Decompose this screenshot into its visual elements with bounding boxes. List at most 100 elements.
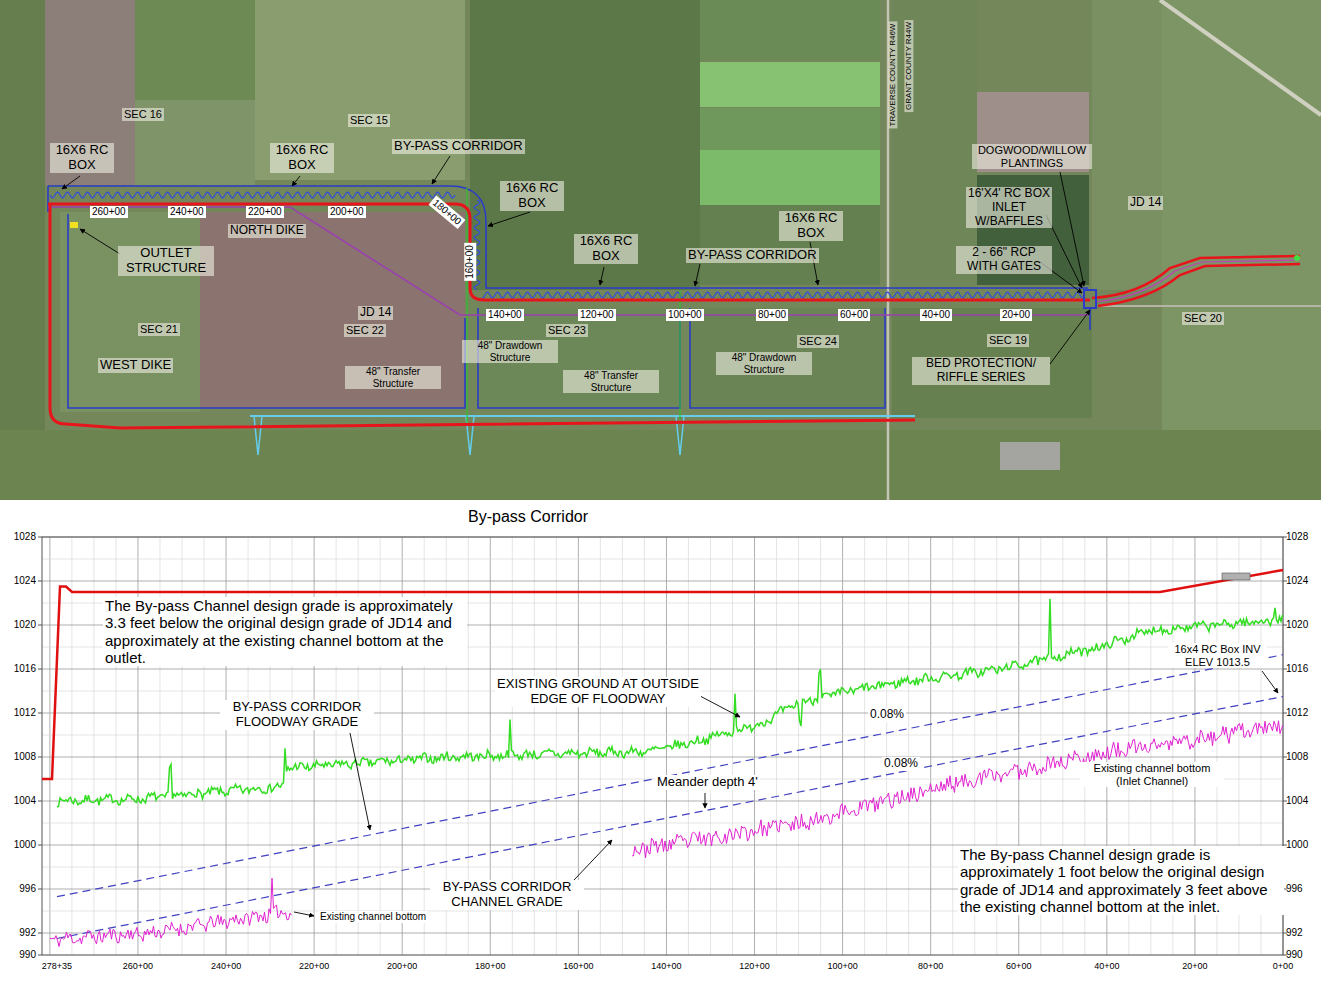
station-label: 240+00 <box>168 206 206 218</box>
map-label: OUTLET STRUCTURE <box>118 246 214 276</box>
profile-annotation: Existing channel bottom <box>318 911 428 923</box>
leader-line <box>294 912 314 916</box>
map-label: SEC 15 <box>348 114 390 127</box>
map-label: TRAVERSE COUNTY R46W <box>888 22 897 129</box>
leader-line <box>574 840 612 880</box>
map-label: BY-PASS CORRIDOR <box>392 139 525 154</box>
grid-line <box>908 537 909 955</box>
station-label: 260+00 <box>90 206 128 218</box>
axis-label: 160+00 <box>553 961 603 971</box>
axis-tick <box>38 581 42 582</box>
grid-line <box>42 801 1283 802</box>
axis-label: 990 <box>2 949 36 961</box>
axis-label: 1000 <box>1286 839 1318 851</box>
station-label: 120+00 <box>578 309 616 321</box>
leader-line <box>700 696 740 717</box>
profile-annotation: Meander depth 4' <box>655 775 760 790</box>
station-label: 80+00 <box>756 309 788 321</box>
map-label: BED PROTECTION/ RIFFLE SERIES <box>912 357 1050 385</box>
field-patch <box>1092 0 1162 290</box>
grid-line <box>42 933 1283 934</box>
leader-line <box>1060 172 1084 286</box>
leader-line <box>695 264 700 286</box>
inlet-box-symbol <box>1222 573 1250 580</box>
leader-line <box>488 212 530 226</box>
jd14-dike <box>1098 264 1300 306</box>
profile-ground <box>0 500 1321 986</box>
grid-line <box>930 537 931 955</box>
axis-label: 1024 <box>1286 575 1318 587</box>
map-label: SEC 16 <box>122 108 164 121</box>
field-patch <box>700 0 880 60</box>
map-label: WEST DIKE <box>98 358 173 373</box>
station-label: 40+00 <box>920 309 952 321</box>
map-label: DOGWOOD/WILLOW PLANTINGS <box>972 144 1092 169</box>
map-label: SEC 21 <box>138 323 180 336</box>
axis-label: 0+00 <box>1258 961 1308 971</box>
field-patch <box>45 0 135 185</box>
map-label: SEC 22 <box>344 324 386 337</box>
axis-tick <box>38 713 42 714</box>
grid-line <box>864 537 865 955</box>
profile-annotation: Existing channel bottom (Inlet Channel) <box>1080 762 1224 787</box>
leader-line <box>705 793 706 808</box>
map-label: 48" Drawdown Structure <box>462 340 558 363</box>
axis-label: 1016 <box>2 663 36 675</box>
grid-line <box>842 537 843 955</box>
axis-tick <box>38 669 42 670</box>
end-marker <box>1294 255 1300 261</box>
axis-label: 60+00 <box>994 961 1044 971</box>
grid-line <box>71 537 72 955</box>
profile-chart <box>0 500 1321 986</box>
axis-label: 1020 <box>1286 619 1318 631</box>
leader-line <box>292 176 300 186</box>
grid-line <box>798 537 799 955</box>
axis-label: 1004 <box>2 795 36 807</box>
meander-channel <box>482 292 1085 298</box>
axis-label: 200+00 <box>377 961 427 971</box>
leader-line <box>62 176 80 189</box>
map-label: 16'X4' RC BOX INLET W/BAFFLES <box>966 187 1052 228</box>
ditch-outlet <box>254 416 262 455</box>
cell-dike <box>68 214 465 408</box>
leader-line <box>432 156 450 184</box>
axis-label: 992 <box>1286 927 1318 939</box>
axis-tick <box>38 933 42 934</box>
jd14-dike <box>1092 256 1300 298</box>
map-label: BY-PASS CORRIDOR <box>686 248 819 263</box>
station-label: 140+00 <box>486 309 524 321</box>
grid-line <box>42 559 1283 560</box>
field-patch <box>700 205 880 285</box>
grid-line <box>754 537 755 955</box>
map-label: JD 14 <box>358 306 393 320</box>
axis-label: 100+00 <box>818 961 868 971</box>
grid-line <box>42 669 1283 670</box>
leader-line <box>350 733 370 830</box>
axis-tick <box>38 801 42 802</box>
axis-label: 120+00 <box>730 961 780 971</box>
chart-title: By-pass Corridor <box>468 508 588 526</box>
axis-label: 1024 <box>2 575 36 587</box>
field-patch <box>892 308 1092 418</box>
map-label: 16X6 RC BOX <box>779 211 843 241</box>
axis-label: 1020 <box>2 619 36 631</box>
map-label: SEC 24 <box>797 335 839 348</box>
map-label: SEC 23 <box>546 324 588 337</box>
field-patch <box>690 308 885 408</box>
axis-label: 1008 <box>1286 751 1318 763</box>
grid-line <box>952 537 953 955</box>
axis-tick <box>38 625 42 626</box>
station-label: 60+00 <box>838 309 870 321</box>
north-dike <box>48 204 1090 300</box>
grid-line <box>42 735 1283 736</box>
map-label: NORTH DIKE <box>228 224 306 238</box>
field-patch <box>60 212 200 412</box>
grid-line <box>93 537 94 955</box>
field-patch <box>0 430 1321 500</box>
axis-label: 1012 <box>2 707 36 719</box>
axis-tick <box>38 537 42 538</box>
profile-annotation: BY-PASS CORRIDOR FLOODWAY GRADE <box>220 700 374 730</box>
axis-label: 260+00 <box>113 961 163 971</box>
profile-annotation: 0.08% <box>868 708 906 722</box>
